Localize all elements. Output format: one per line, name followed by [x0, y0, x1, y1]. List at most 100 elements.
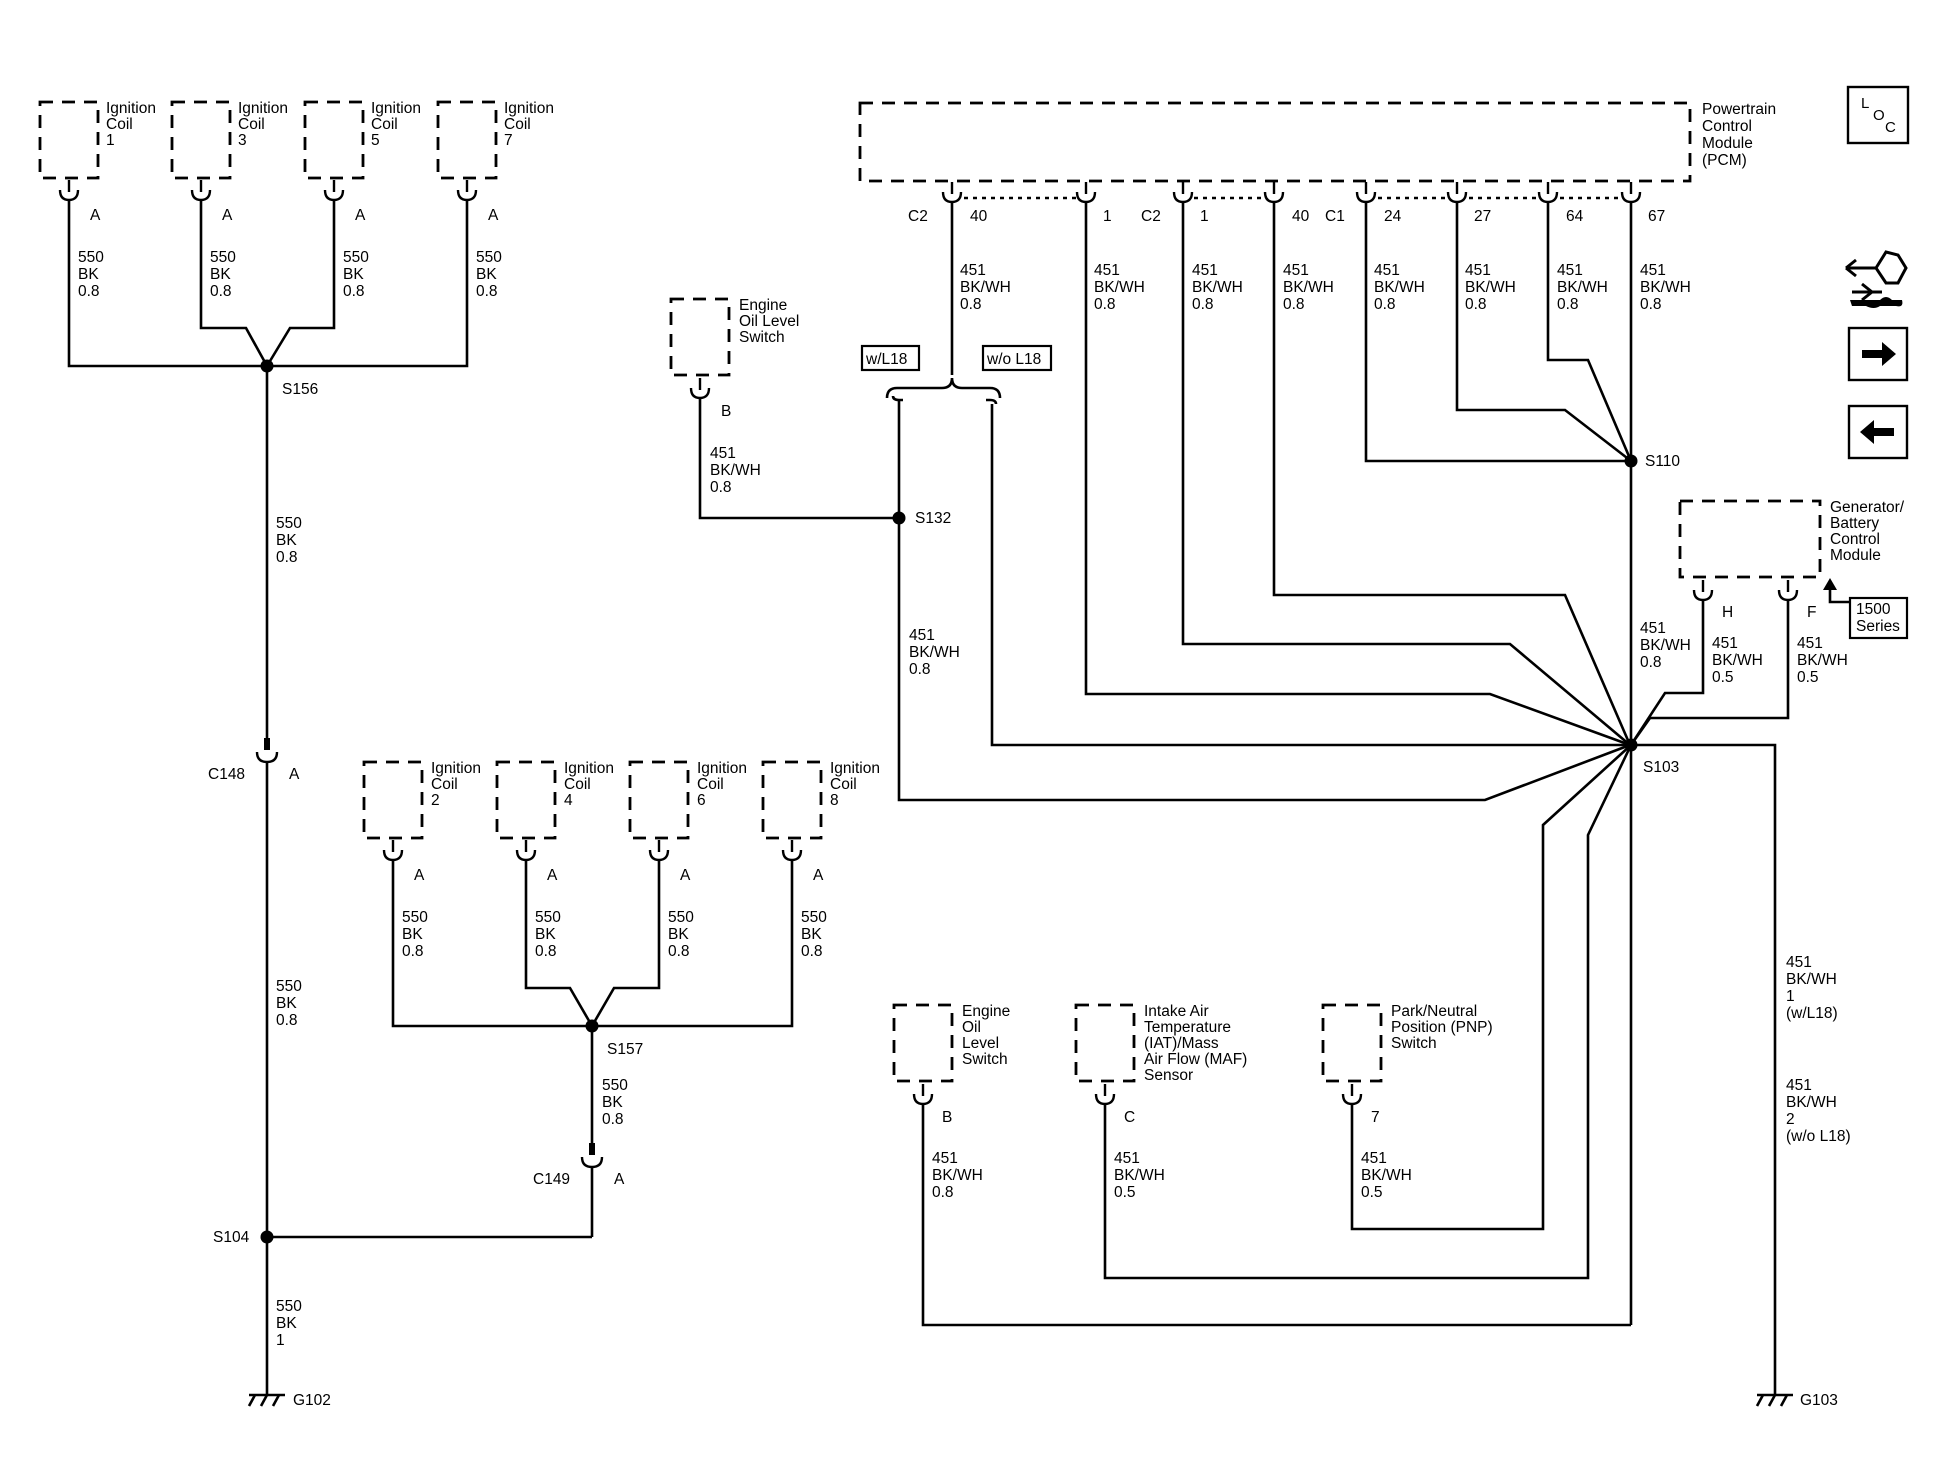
module-label-line: (PCM) [1702, 152, 1747, 169]
wire-label: BK [476, 266, 497, 283]
option-brace [885, 377, 1002, 399]
wire-label: BK [343, 266, 364, 283]
next-page-button[interactable] [1847, 326, 1909, 382]
pin-label: A [222, 207, 233, 224]
wire-label: BK [276, 995, 297, 1012]
wire-label: 0.8 [602, 1111, 624, 1128]
coil-label-line: 8 [830, 792, 839, 809]
wire-label: 0.8 [276, 1012, 298, 1029]
wire-label: 451 [1640, 620, 1666, 637]
coil-label-line: Ignition [564, 760, 614, 777]
wire-label: 451 [1283, 262, 1309, 279]
terminal-symbol [1692, 578, 1714, 602]
pin-label: 27 [1474, 208, 1491, 225]
ground-g103-icon [1755, 1393, 1795, 1408]
wire-label: 0.8 [1283, 296, 1305, 313]
coil-label-line: 4 [564, 792, 573, 809]
wire-label: 0.8 [210, 283, 232, 300]
splice-label: S103 [1643, 759, 1679, 776]
splice-label: S156 [282, 381, 318, 398]
component-label-line: Sensor [1144, 1067, 1193, 1084]
terminal-symbol [1777, 578, 1799, 602]
wire-label: BK/WH [1114, 1167, 1165, 1184]
wire-pcm-c1-27 [1455, 202, 1632, 463]
wire-label: 451 [1465, 262, 1491, 279]
module-label-line: Control [1830, 531, 1880, 548]
wire-label: 0.8 [932, 1184, 954, 1201]
pin-label: A [289, 766, 300, 783]
wire-label: 0.8 [1557, 296, 1579, 313]
wire-label: 451 [1114, 1150, 1140, 1167]
wire-label: 451 [1786, 954, 1812, 971]
terminal-symbol [456, 178, 478, 202]
terminal-symbol [689, 376, 711, 400]
terminal-symbol [781, 838, 803, 862]
splice-label: S157 [607, 1041, 643, 1058]
coil-label-line: 6 [697, 792, 706, 809]
coil-label-line: Coil [106, 116, 133, 133]
wire-pcm-c2-1-a [1084, 202, 1631, 747]
wire-label: BK [602, 1094, 623, 1111]
wire-label: 451 [1712, 635, 1738, 652]
module-label-line: Generator/ [1830, 499, 1905, 516]
component-locator-icon[interactable] [1845, 250, 1908, 308]
wire-label: BK [276, 1315, 297, 1332]
engine-oil-level-switch-bottom: Engine Oil Level Switch B [892, 1003, 1010, 1126]
wire-label: 550 [801, 909, 827, 926]
wire-label: BK/WH [1640, 279, 1691, 296]
wire-label: BK [801, 926, 822, 943]
terminal-symbol [941, 180, 963, 204]
wire-iat-maf [1103, 744, 1633, 1280]
locator-button[interactable]: L O C [1846, 85, 1910, 145]
option-tag-text: 1500 [1856, 601, 1891, 618]
pnp-switch: Park/Neutral Position (PNP) Switch 7 [1321, 1003, 1493, 1126]
option-tag-pointer [1828, 590, 1850, 604]
component-label-line: Position (PNP) [1391, 1019, 1493, 1036]
wire-label: BK/WH [1786, 971, 1837, 988]
arrow-left-icon [1860, 420, 1894, 444]
option-tag-1500-series: 1500 Series [1823, 578, 1909, 640]
wire-label: BK/WH [1786, 1094, 1837, 1111]
wire-label-group: 451 BK/WH 0.8 451 BK/WH 0.8 451 BK/WH 0.… [960, 262, 1691, 313]
wire-wo-l18-s103 [990, 404, 1630, 747]
arrow-up-icon [1823, 578, 1837, 590]
option-tag-text: Series [1856, 618, 1900, 635]
wire-s132-s103 [897, 400, 1631, 802]
component-label-line: Oil Level [739, 313, 799, 330]
coil-label-line: Ignition [238, 100, 288, 117]
wire-coil2-coil8 [391, 860, 794, 1028]
connector-id-label: C2 [908, 208, 928, 225]
terminal-symbol [190, 178, 212, 202]
wire-label: 550 [276, 515, 302, 532]
option-tag-text: w/L18 [865, 351, 907, 368]
component-label-line: Switch [1391, 1035, 1437, 1052]
previous-page-button[interactable] [1847, 404, 1909, 460]
ignition-coil-5: Ignition Coil 5 A [303, 100, 421, 224]
wire-label: 0.8 [402, 943, 424, 960]
wire-label: BK [402, 926, 423, 943]
ignition-coil-2: Ignition Coil 2 A [362, 760, 481, 884]
terminal-symbol [1094, 1082, 1116, 1106]
wire-label: 550 [78, 249, 104, 266]
terminal-symbol [1341, 1082, 1363, 1106]
wire-label: (w/L18) [1786, 1005, 1838, 1022]
wire-label: 0.8 [801, 943, 823, 960]
connector-label: C149 [533, 1171, 570, 1188]
ground-g102-icon [247, 1393, 287, 1408]
coil-label-line: Ignition [106, 100, 156, 117]
coil-label-line: Coil [238, 116, 265, 133]
wire-label: 0.5 [1797, 669, 1819, 686]
wire-label: 550 [476, 249, 502, 266]
ignition-coil-3: Ignition Coil 3 A [170, 100, 288, 224]
wire-label: 451 [1640, 262, 1666, 279]
coil-label-line: Ignition [697, 760, 747, 777]
wire-label: BK/WH [1361, 1167, 1412, 1184]
wire-label-group: 550 BK 0.8 550 BK 0.8 550 BK 0.8 550 BK … [78, 249, 502, 300]
pin-label: B [721, 403, 731, 420]
engine-oil-level-switch-top: Engine Oil Level Switch B [669, 297, 799, 420]
module-label-line: Powertrain [1702, 101, 1776, 118]
wire-label: BK/WH [1374, 279, 1425, 296]
wire-coil5 [265, 200, 336, 367]
component-label-line: Temperature [1144, 1019, 1231, 1036]
wire-pcm-c2-1-b [1181, 202, 1631, 746]
